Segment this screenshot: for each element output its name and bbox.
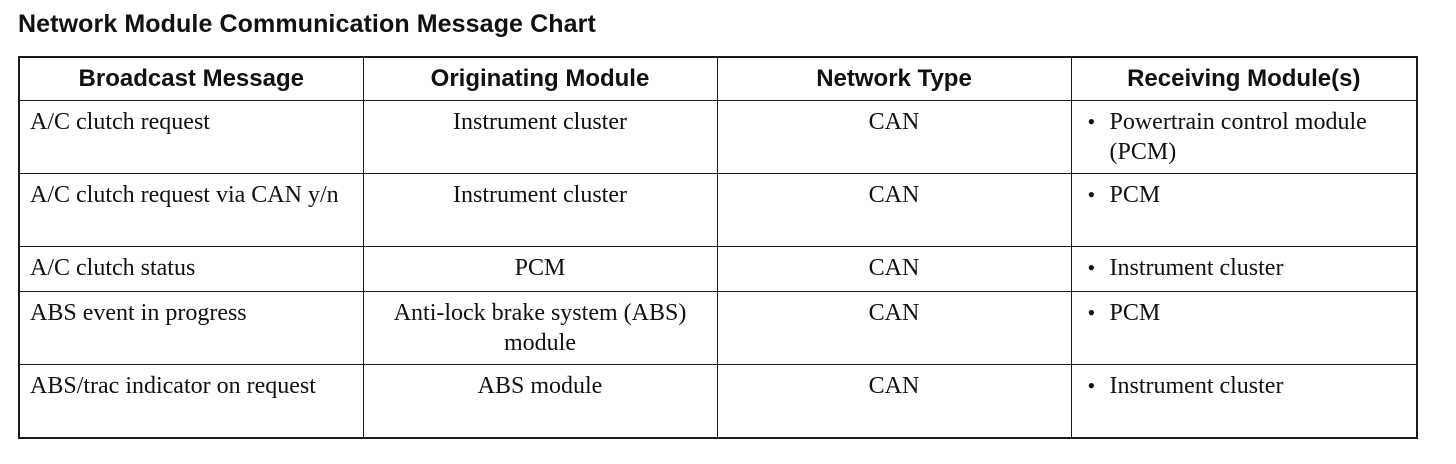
table-row: A/C clutch request Instrument cluster CA…: [18, 100, 1418, 174]
bullet-icon: •: [1087, 109, 1096, 134]
chart-title: Network Module Communication Message Cha…: [18, 10, 596, 38]
network-type-cell: CAN: [716, 246, 1072, 292]
column-header-originating-module: Originating Module: [362, 56, 718, 101]
originating-module-cell: PCM: [362, 246, 718, 292]
broadcast-message-cell: ABS event in progress: [18, 291, 364, 365]
column-header-network-type: Network Type: [716, 56, 1072, 101]
originating-module-cell: ABS module: [362, 364, 718, 439]
bullet-icon: •: [1087, 255, 1096, 280]
broadcast-message-cell: A/C clutch request: [18, 100, 364, 174]
receiving-module-cell: • Powertrain control module (PCM): [1070, 100, 1418, 174]
broadcast-message-cell: ABS/trac indicator on request: [18, 364, 364, 439]
receiving-module-text: Instrument cluster: [1109, 255, 1284, 281]
network-type-cell: CAN: [716, 291, 1072, 365]
column-header-broadcast-message: Broadcast Message: [18, 56, 364, 101]
bullet-icon: •: [1087, 182, 1096, 207]
table-header-row: Broadcast Message Originating Module Net…: [18, 56, 1418, 101]
network-type-cell: CAN: [716, 364, 1072, 439]
receiving-module-text: PCM: [1109, 300, 1161, 326]
receiving-module-cell: • PCM: [1070, 173, 1418, 247]
receiving-module-text: PCM: [1109, 182, 1161, 208]
originating-module-cell: Anti-lock brake system (ABS) module: [362, 291, 718, 365]
originating-module-cell: Instrument cluster: [362, 100, 718, 174]
network-type-cell: CAN: [716, 100, 1072, 174]
table-row: ABS/trac indicator on request ABS module…: [18, 364, 1418, 439]
receiving-module-cell: • Instrument cluster: [1070, 364, 1418, 439]
column-header-receiving-modules: Receiving Module(s): [1070, 56, 1418, 101]
table-row: ABS event in progress Anti-lock brake sy…: [18, 291, 1418, 365]
broadcast-message-cell: A/C clutch request via CAN y/n: [18, 173, 364, 247]
bullet-icon: •: [1087, 300, 1096, 325]
message-table: Broadcast Message Originating Module Net…: [18, 56, 1418, 439]
table-row: A/C clutch request via CAN y/n Instrumen…: [18, 173, 1418, 247]
receiving-module-cell: • PCM: [1070, 291, 1418, 365]
originating-module-cell: Instrument cluster: [362, 173, 718, 247]
receiving-module-cell: • Instrument cluster: [1070, 246, 1418, 292]
bullet-icon: •: [1087, 373, 1096, 398]
table-row: A/C clutch status PCM CAN • Instrument c…: [18, 246, 1418, 292]
receiving-module-text: Powertrain control module (PCM): [1109, 109, 1367, 165]
receiving-module-text: Instrument cluster: [1109, 373, 1284, 399]
broadcast-message-cell: A/C clutch status: [18, 246, 364, 292]
network-type-cell: CAN: [716, 173, 1072, 247]
